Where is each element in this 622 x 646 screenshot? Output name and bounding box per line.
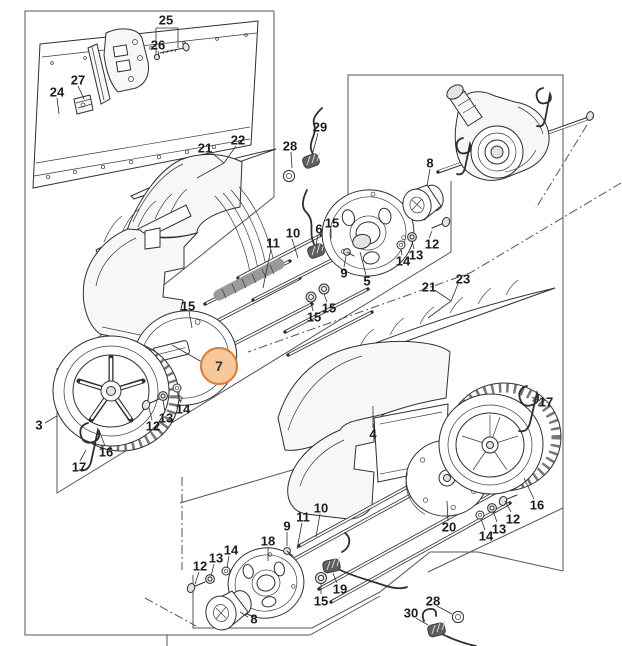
nut-15-e	[315, 572, 327, 584]
part-label-15-21: 15	[307, 310, 321, 325]
part-label-12-36: 12	[193, 559, 207, 574]
part-label-21-18: 21	[422, 280, 436, 295]
part-label-18-39: 18	[261, 534, 275, 549]
washer-28-top	[282, 169, 296, 183]
part-label-19-44: 19	[333, 582, 347, 597]
part-label-16-27: 16	[99, 445, 113, 460]
part-label-14-26: 14	[176, 402, 191, 417]
part-label-28-6: 28	[283, 139, 297, 154]
nut-13-left	[158, 391, 168, 401]
part-label-16-31: 16	[530, 498, 544, 513]
hub-cap-8-bottom	[205, 590, 252, 631]
part-label-20-32: 20	[442, 520, 456, 535]
part-label-5-14: 5	[363, 274, 370, 289]
part-label-10-10: 10	[286, 226, 300, 241]
screw-9-top	[343, 248, 355, 257]
spring-6	[301, 189, 326, 259]
pin-26	[153, 53, 161, 61]
gearbox	[436, 84, 595, 181]
part-label-11-9: 11	[266, 236, 280, 251]
part-label-15-12: 15	[325, 216, 339, 231]
leader-lines	[44, 27, 541, 626]
part-label-27-2: 27	[71, 73, 85, 88]
part-label-13-16: 13	[409, 248, 423, 263]
part-label-12-24: 12	[146, 419, 160, 434]
washer-14-right	[475, 510, 485, 520]
bolt-12-right	[498, 494, 518, 506]
washer-28-bottom	[451, 610, 465, 624]
hub-cap-8-top	[402, 184, 444, 222]
part-label-3-23: 3	[35, 418, 42, 433]
left-wheel-16	[52, 335, 180, 452]
part-label-13-37: 13	[209, 551, 223, 566]
part-label-9-13: 9	[340, 266, 347, 281]
part-label-30-47: 30	[404, 606, 418, 621]
part-label-14-33: 14	[479, 529, 494, 544]
bolt-12-bottom	[186, 581, 206, 593]
part-label-8-45: 8	[250, 612, 257, 627]
washer-14-top	[396, 240, 406, 250]
part-label-4-29: 4	[369, 427, 377, 442]
part-label-15-20: 15	[181, 299, 195, 314]
part-label-15-43: 15	[314, 594, 328, 609]
shield-plate	[32, 20, 259, 189]
part-label-29-7: 29	[313, 120, 327, 135]
cotter-pin-17-left	[79, 422, 101, 472]
highlight-circle[interactable]	[199, 346, 239, 386]
highlighted-part-number[interactable]: 7	[215, 358, 223, 374]
nut-13-bottom	[205, 574, 215, 584]
screw-9-bottom	[283, 547, 294, 557]
part-label-24-3: 24	[50, 85, 65, 100]
part-label-17-28: 17	[72, 460, 86, 475]
hinge-bracket-assembly	[73, 28, 190, 115]
washer-14-bottom	[221, 566, 231, 576]
part-label-9-40: 9	[283, 519, 290, 534]
nut-15-c	[305, 291, 317, 303]
bolt-12-top	[431, 217, 451, 229]
part-label-12-35: 12	[506, 512, 520, 527]
part-label-8-8: 8	[426, 156, 433, 171]
part-label-23-19: 23	[456, 272, 470, 287]
part-label-21-4: 21	[198, 141, 212, 156]
nut-15-d	[318, 283, 330, 295]
part-label-12-17: 12	[425, 237, 439, 252]
part-label-26-1: 26	[151, 38, 165, 53]
part-label-13-25: 13	[159, 411, 173, 426]
washer-14-left	[172, 383, 182, 393]
part-label-6-11: 6	[315, 222, 322, 237]
part-label-14-38: 14	[224, 543, 239, 558]
part-label-10-42: 10	[314, 501, 328, 516]
highlight-callout-part-7[interactable]: 7	[199, 346, 239, 386]
part-label-15-22: 15	[322, 301, 336, 316]
splined-shaft	[213, 258, 285, 301]
clamp-block-27	[73, 94, 94, 115]
part-label-11-41: 11	[296, 510, 310, 525]
fender-hood-22	[126, 153, 243, 238]
part-label-22-5: 22	[231, 133, 245, 148]
part-label-17-30: 17	[539, 395, 553, 410]
bolt-12-left	[141, 398, 160, 410]
nut-13-right	[487, 503, 497, 513]
part-label-14-15: 14	[396, 254, 411, 269]
bolt-25	[159, 42, 190, 55]
part-label-28-46: 28	[426, 594, 440, 609]
right-wheel-spokes	[461, 415, 519, 471]
section-borders	[24, 10, 564, 646]
nut-13-top	[407, 232, 417, 242]
part-label-13-34: 13	[492, 522, 506, 537]
cotter-pin-17-right	[518, 385, 540, 433]
part-label-25-0: 25	[159, 13, 173, 28]
cotter-pin-gearbox-left	[455, 137, 472, 176]
spring-29	[302, 107, 323, 169]
spring-30	[421, 607, 477, 646]
spring-19	[322, 532, 408, 590]
cotter-pin-gearbox-right	[535, 87, 552, 128]
left-wheel-spokes	[76, 354, 146, 423]
